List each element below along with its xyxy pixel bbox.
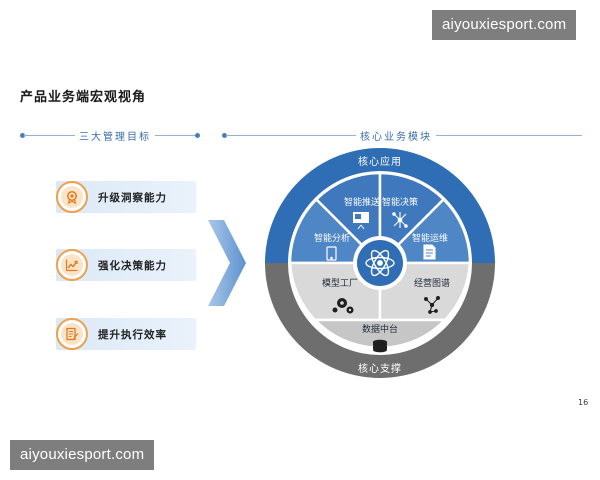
database-icon — [373, 339, 387, 353]
trend-chart-icon — [56, 249, 88, 281]
support-label: 经营图谱 — [414, 277, 450, 289]
goal-label: 升级洞察能力 — [98, 192, 167, 204]
left-section-header: 三大管理目标 — [20, 128, 200, 143]
goal-item: 提升执行效率 — [56, 318, 196, 350]
outer-bottom-label: 核心支撑 — [358, 362, 402, 375]
document-icon — [423, 244, 436, 260]
medal-icon — [56, 181, 88, 213]
right-section-header: 核心业务模块 — [222, 128, 584, 143]
graph-icon — [424, 296, 440, 314]
atom-icon — [365, 249, 395, 277]
document-pen-icon — [56, 318, 88, 350]
goal-item: 强化决策能力 — [56, 249, 196, 281]
outer-top-label: 核心应用 — [358, 155, 402, 168]
outer-ring-core-support — [265, 263, 495, 378]
tablet-icon — [326, 246, 337, 261]
header-dot-icon — [195, 133, 200, 138]
app-label: 智能分析 — [314, 232, 350, 244]
support-label: 数据中台 — [362, 323, 398, 335]
watermark-bottom: aiyouxiesport.com — [10, 440, 155, 470]
goal-label: 强化决策能力 — [98, 260, 167, 272]
page-number: 16 — [578, 398, 589, 407]
header-dot-icon — [20, 133, 25, 138]
left-header-label: 三大管理目标 — [75, 128, 155, 143]
app-label: 智能运维 — [412, 232, 448, 244]
sector-smart-decision — [378, 171, 446, 267]
outer-ring-core-apps — [265, 148, 495, 263]
watermark-top: aiyouxiesport.com — [432, 10, 577, 40]
goal-item: 升级洞察能力 — [56, 181, 196, 213]
app-label: 智能决策 — [382, 196, 418, 208]
presentation-icon — [353, 212, 369, 230]
gears-icon — [332, 298, 354, 314]
page-title: 产品业务端宏观视角 — [20, 90, 147, 105]
network-icon — [392, 212, 408, 228]
chevron-right-icon — [208, 220, 246, 306]
goal-label: 提升执行效率 — [98, 329, 167, 341]
sector-smart-analysis — [288, 197, 384, 265]
support-label: 模型工厂 — [322, 278, 358, 289]
sector-smart-ops — [376, 197, 472, 265]
header-dot-icon — [222, 133, 227, 138]
sector-smart-push — [314, 171, 382, 267]
right-header-label: 核心业务模块 — [356, 128, 436, 143]
core-business-diagram: 核心应用 核心支撑 智能分析 智能推送 智能决策 智能运维 模型工厂 经营图谱 … — [265, 148, 495, 378]
app-label: 智能推送 — [344, 196, 380, 208]
